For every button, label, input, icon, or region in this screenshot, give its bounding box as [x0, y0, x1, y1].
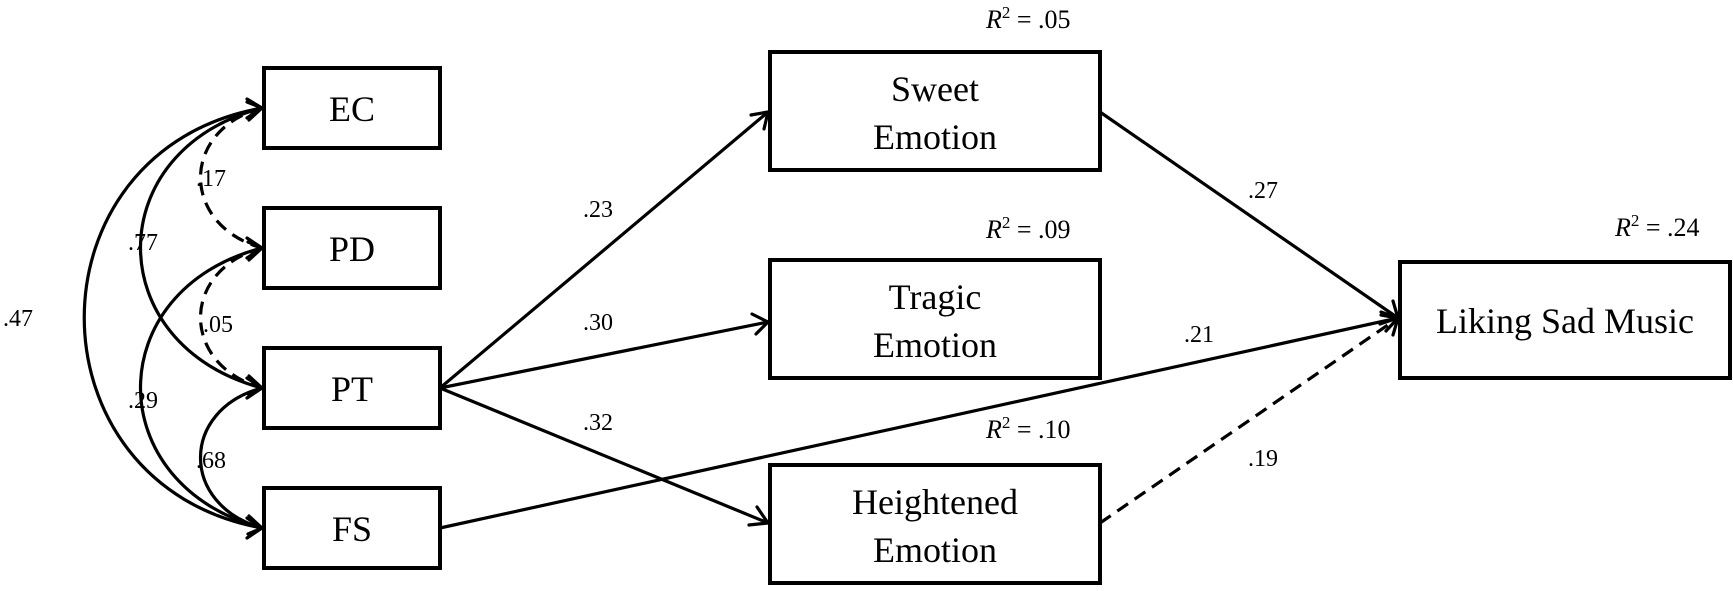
coef-pt-heightened: .32: [583, 410, 613, 436]
node-fs: FS: [262, 486, 442, 570]
tragic-label-line1: Tragic: [889, 277, 982, 317]
r2-sweet: R2 = .05: [985, 3, 1071, 34]
node-heightened-emotion: Heightened Emotion: [768, 463, 1102, 585]
coef-pt-sweet: .23: [583, 197, 613, 223]
cov-pd-pt: [199, 246, 263, 390]
coef-ec-pd: .17: [196, 166, 226, 192]
liking-label: Liking Sad Music: [1436, 301, 1694, 341]
node-pt-label: PT: [331, 369, 373, 409]
coef-ec-pt: .77: [128, 230, 158, 256]
path-pt-heightened: [439, 386, 769, 525]
node-pd: PD: [262, 206, 442, 290]
node-pd-label: PD: [329, 229, 375, 269]
coef-ec-fs: .47: [3, 306, 33, 332]
coef-pt-fs: .68: [196, 448, 226, 474]
coef-sweet-liking: .27: [1248, 178, 1278, 204]
node-ec-label: EC: [329, 89, 375, 129]
coef-pd-fs: .29: [128, 388, 158, 414]
cov-pt-fs: [199, 386, 263, 530]
r2-liking: R2 = .24: [1614, 211, 1700, 242]
node-liking-sad-music: Liking Sad Music: [1398, 260, 1732, 380]
heightened-label-line2: Emotion: [873, 530, 997, 570]
r2-tragic: R2 = .09: [985, 213, 1071, 244]
r2-heightened: R2 = .10: [985, 413, 1071, 444]
path-pt-tragic: [439, 320, 769, 390]
path-fs-liking: [439, 316, 1399, 530]
node-pt: PT: [262, 346, 442, 430]
heightened-label-line1: Heightened: [852, 482, 1018, 522]
cov-pd-fs: [138, 246, 263, 530]
path-heightened-liking: [1099, 316, 1399, 525]
coef-fs-liking: .21: [1184, 322, 1214, 348]
node-sweet-emotion: Sweet Emotion: [768, 50, 1102, 172]
sweet-label-line2: Emotion: [873, 117, 997, 157]
cov-ec-fs: [82, 106, 263, 530]
coef-heightened-liking: .19: [1248, 446, 1278, 472]
node-fs-label: FS: [332, 509, 372, 549]
coef-pd-pt: .05: [203, 312, 233, 338]
cov-ec-pt: [138, 106, 263, 390]
path-sweet-liking: [1099, 110, 1399, 320]
cov-ec-pd: [199, 106, 263, 250]
path-pt-sweet: [438, 110, 770, 390]
node-tragic-emotion: Tragic Emotion: [768, 258, 1102, 380]
tragic-label-line2: Emotion: [873, 325, 997, 365]
node-ec: EC: [262, 66, 442, 150]
coef-pt-tragic: .30: [583, 310, 613, 336]
sweet-label-line1: Sweet: [891, 69, 979, 109]
